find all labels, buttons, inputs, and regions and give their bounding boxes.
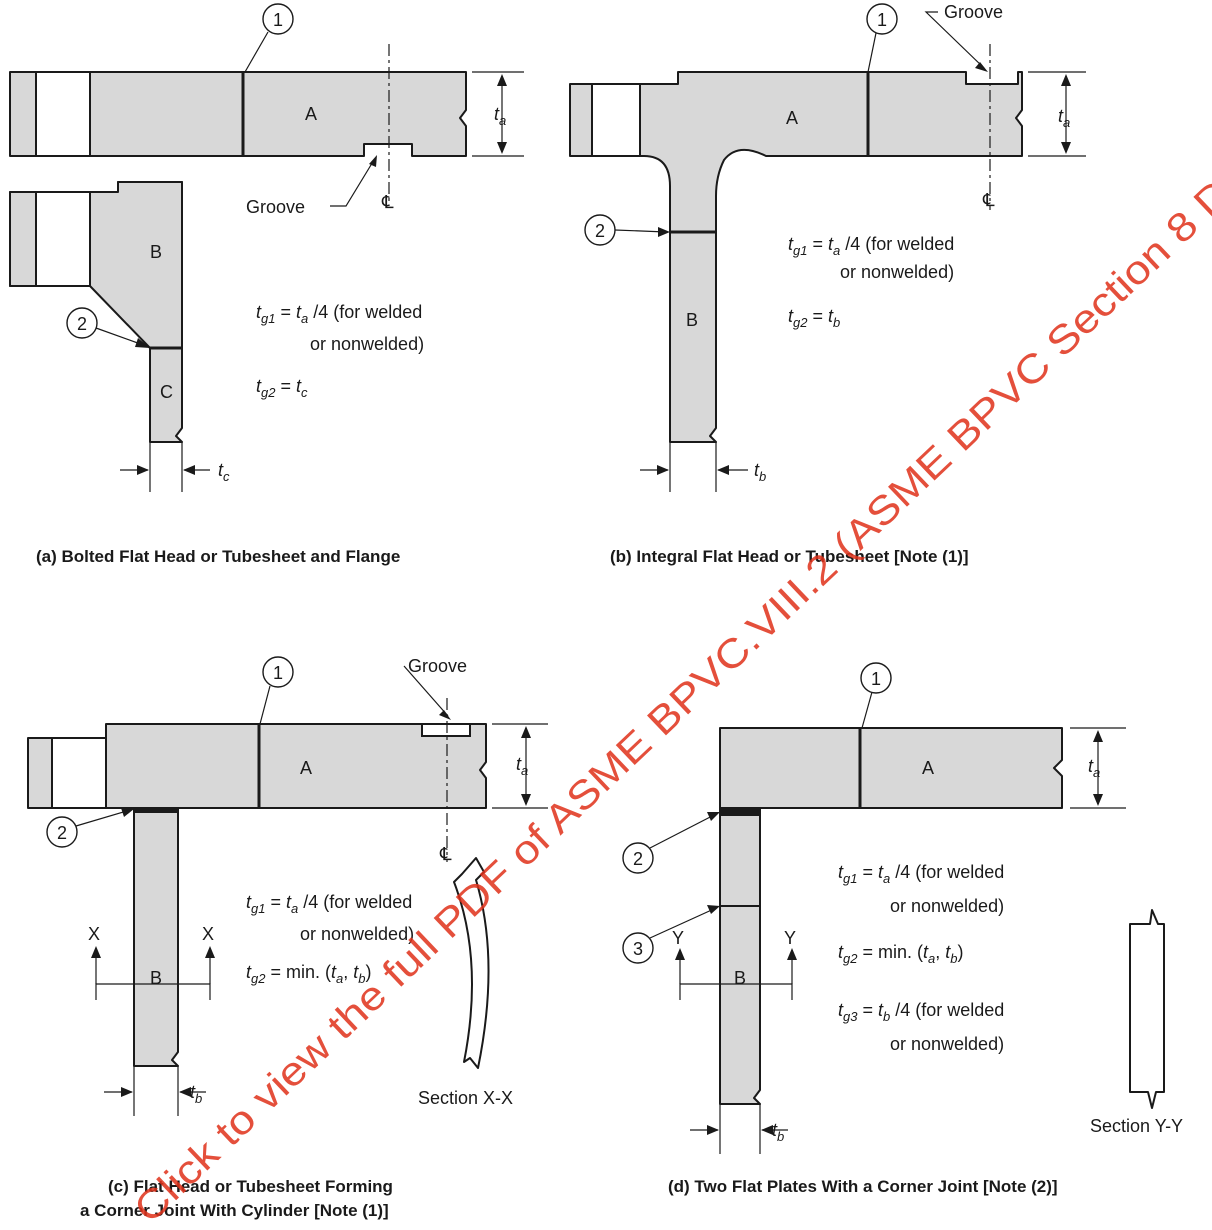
section-mark-x-left: X <box>88 924 100 944</box>
callout-1-d <box>860 662 892 694</box>
callout-1-b <box>866 3 898 35</box>
dim-ta-b: ta <box>1058 106 1070 130</box>
shell-c-part-b <box>133 807 179 1067</box>
weld-2-c <box>134 808 178 813</box>
caption-c-line1: (c) Flat Head or Tubesheet Forming <box>108 1177 393 1196</box>
groove-c <box>421 723 471 737</box>
eq-nonwelded-d2: or nonwelded) <box>890 1034 1004 1054</box>
groove-label-a: Groove <box>246 197 305 217</box>
callout-3-d <box>622 932 654 964</box>
svg-text:1: 1 <box>877 10 887 30</box>
svg-text:1: 1 <box>871 669 881 689</box>
caption-d: (d) Two Flat Plates With a Corner Joint … <box>668 1177 1058 1196</box>
callout-2-c <box>46 816 78 848</box>
eq-nonwelded-d1: or nonwelded) <box>890 896 1004 916</box>
plate-d-part-a <box>719 727 1063 1105</box>
eq-tg1-b: tg1 = ta /4 (for welded <box>788 234 954 258</box>
eq-nonwelded-a: or nonwelded) <box>310 334 424 354</box>
svg-text:2: 2 <box>57 823 67 843</box>
panel-d: A B ta 1 2 3 Y Y tb Section Y-Y <box>622 662 1183 1196</box>
dim-ta-d: ta <box>1088 756 1100 780</box>
svg-text:1: 1 <box>273 663 283 683</box>
eq-tg1-c: tg1 = ta /4 (for welded <box>246 892 412 916</box>
label-b-c: B <box>150 968 162 988</box>
label-b-d: B <box>734 968 746 988</box>
callout-2-d <box>622 842 654 874</box>
section-mark-y-right: Y <box>784 928 796 948</box>
label-a-a: A <box>305 104 317 124</box>
dim-tb-d: tb <box>772 1120 784 1144</box>
dim-ta-a: ta <box>494 104 506 128</box>
bolt-hole-c <box>51 737 107 809</box>
panel-a: A B C ta ℄ Groove 1 2 <box>9 3 524 566</box>
svg-text:℄: ℄ <box>439 844 452 864</box>
bolt-hole-a2 <box>35 191 91 287</box>
eq-tg2-d: tg2 = min. (ta, tb) <box>838 942 964 966</box>
flange-a-part-a <box>9 71 467 157</box>
section-y-label: Section Y-Y <box>1090 1116 1183 1136</box>
section-x-label: Section X-X <box>418 1088 513 1108</box>
svg-text:3: 3 <box>633 939 643 959</box>
section-mark-x-right: X <box>202 924 214 944</box>
svg-text:1: 1 <box>273 10 283 30</box>
callout-2-a <box>66 307 98 339</box>
svg-text:2: 2 <box>633 849 643 869</box>
svg-text:2: 2 <box>595 221 605 241</box>
eq-tg1-a: tg1 = ta /4 (for welded <box>256 302 422 326</box>
label-a-c: A <box>300 758 312 778</box>
eq-tg1-d: tg1 = ta /4 (for welded <box>838 862 1004 886</box>
section-y-shell <box>1129 909 1165 1109</box>
eq-nonwelded-b: or nonwelded) <box>840 262 954 282</box>
eq-nonwelded-c: or nonwelded) <box>300 924 414 944</box>
eq-tg2-c: tg2 = min. (ta, tb) <box>246 962 372 986</box>
caption-b: (b) Integral Flat Head or Tubesheet [Not… <box>610 547 969 566</box>
groove-label-c: Groove <box>408 656 467 676</box>
weld-2-d <box>720 808 760 816</box>
eq-tg3-d: tg3 = tb /4 (for welded <box>838 1000 1004 1024</box>
bolt-hole-b <box>591 83 641 157</box>
section-x-shell <box>453 857 490 1069</box>
label-c-a: C <box>160 382 173 402</box>
svg-text:℄: ℄ <box>982 190 995 210</box>
dim-tb-b: tb <box>754 460 766 484</box>
panel-c: A B ta ℄ Groove 1 2 X X tb <box>27 656 548 1220</box>
dim-tb-c: tb <box>190 1082 202 1106</box>
section-mark-y-left: Y <box>672 928 684 948</box>
dim-tc: tc <box>218 460 230 484</box>
dim-ta-c: ta <box>516 754 528 778</box>
label-b-b: B <box>686 310 698 330</box>
panel-b: A B ta ℄ Groove 1 2 tb tg1 = ta /4 (for … <box>569 2 1086 566</box>
callout-1-c <box>262 656 294 688</box>
caption-c-line2: a Corner Joint With Cylinder [Note (1)] <box>80 1201 389 1220</box>
head-c-part-a <box>27 723 487 809</box>
groove-label-b: Groove <box>944 2 1003 22</box>
label-a-d: A <box>922 758 934 778</box>
eq-tg2-b: tg2 = tb <box>788 306 840 330</box>
eq-tg2-a: tg2 = tc <box>256 376 308 400</box>
caption-a: (a) Bolted Flat Head or Tubesheet and Fl… <box>36 547 400 566</box>
head-b-part-a <box>569 71 1023 443</box>
label-b-a: B <box>150 242 162 262</box>
svg-text:2: 2 <box>77 314 87 334</box>
label-a-b: A <box>786 108 798 128</box>
svg-text:℄: ℄ <box>381 192 394 212</box>
bolt-hole-a <box>35 71 91 157</box>
callout-1-a <box>262 3 294 35</box>
